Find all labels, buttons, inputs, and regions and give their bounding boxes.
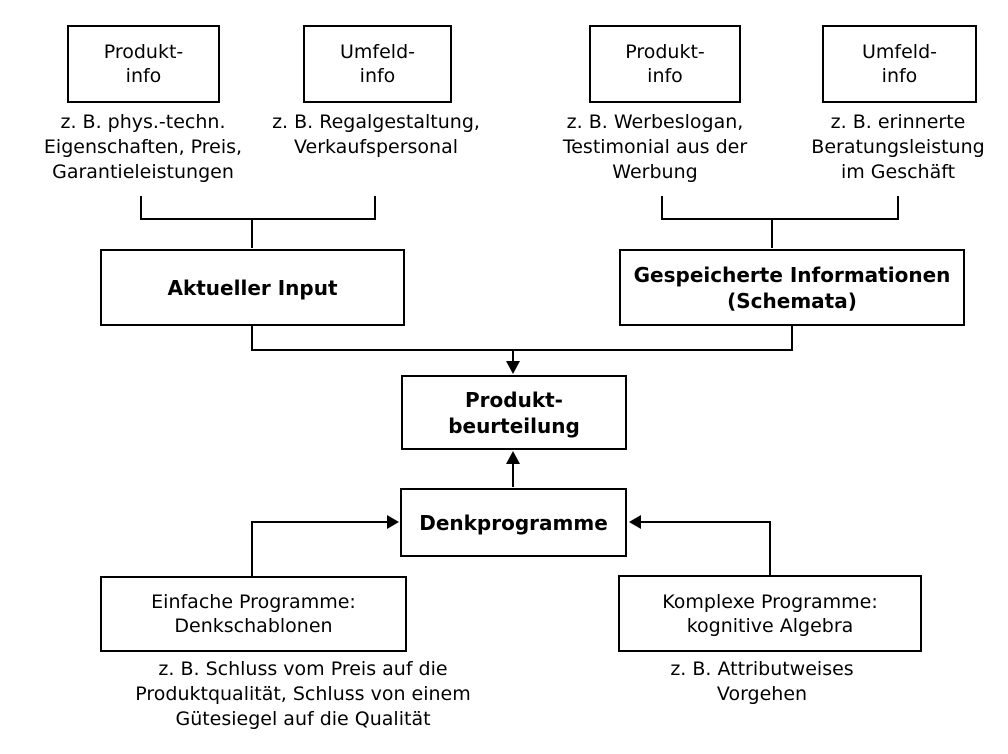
node-einfache-programme: Einfache Programme: Denkschablonen — [100, 576, 407, 652]
arrow-komplexe-line — [641, 521, 771, 575]
node-komplexe-programme: Komplexe Programme: kognitive Algebra — [618, 575, 922, 652]
bracket-right — [661, 196, 899, 248]
node-produktinfo-right: Produkt- info — [589, 25, 741, 103]
caption-example-produktinfo-left: z. B. phys.-techn. Eigenschaften, Preis,… — [43, 111, 243, 183]
node-produktbeurteilung: Produkt- beurteilung — [401, 375, 627, 450]
node-umfeldinfo-left: Umfeld- info — [303, 25, 452, 103]
node-gespeicherte-informationen: Gespeicherte Informationen (Schemata) — [619, 249, 965, 326]
arrowhead-left-denkprogramme — [629, 515, 641, 529]
arrowhead-right-denkprogramme — [387, 515, 399, 529]
caption-example-umfeldinfo-left: z. B. Regalgestaltung, Verkaufspersonal — [272, 111, 480, 158]
node-produktinfo-left: Produkt- info — [67, 25, 220, 103]
bracket-left — [140, 196, 376, 248]
arrowhead-down-produktbeurteilung — [506, 361, 520, 374]
caption-example-produktinfo-right: z. B. Werbeslogan, Testimonial aus der W… — [562, 111, 748, 183]
node-aktueller-input: Aktueller Input — [100, 249, 405, 326]
converge-line — [251, 326, 793, 361]
node-umfeldinfo-right: Umfeld- info — [822, 25, 977, 103]
caption-example-umfeldinfo-right: z. B. erinnerte Beratungsleistung im Ges… — [811, 111, 985, 183]
node-denkprogramme: Denkprogramme — [400, 488, 627, 557]
arrowhead-up-produktbeurteilung — [506, 451, 520, 464]
caption-example-einfache-programme: z. B. Schluss vom Preis auf die Produktq… — [135, 658, 471, 730]
caption-example-komplexe-programme: z. B. Attributweises Vorgehen — [670, 658, 854, 705]
arrow-einfache-line — [251, 521, 387, 576]
